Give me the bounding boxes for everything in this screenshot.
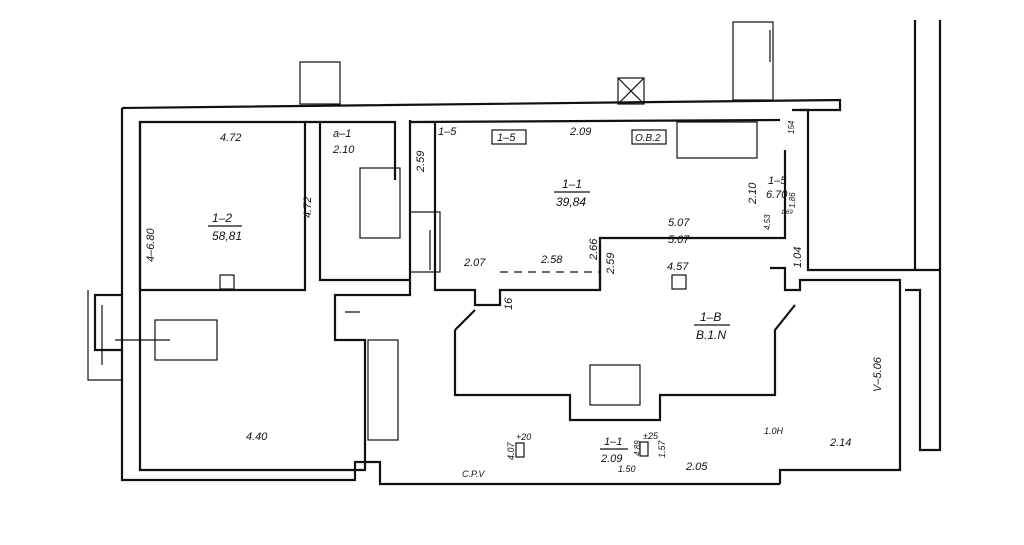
- level-mark: ±25: [643, 431, 659, 441]
- dim-label: 4.07: [506, 441, 516, 460]
- room-area: 2.09: [600, 453, 622, 465]
- dim-label: 2.09: [569, 126, 591, 138]
- dim-label: 5.07: [668, 217, 690, 229]
- dim-label: 1.69: [781, 210, 793, 216]
- dim-label: 2.07: [463, 257, 486, 269]
- room-area: 39,84: [556, 195, 586, 209]
- dim-label: V–5.06: [872, 356, 884, 392]
- room-box: O.B.2: [635, 133, 661, 144]
- dim-label: 4–6.80: [145, 227, 157, 262]
- dim-label: 1.57: [657, 439, 667, 458]
- room-id: 1–2: [212, 211, 232, 225]
- dim-label: 5.07: [668, 234, 690, 246]
- dim-label: 154: [787, 120, 796, 134]
- dim-label: 2.59: [605, 253, 617, 275]
- room-id: 1–B: [700, 310, 721, 324]
- room-id: 1–5: [768, 175, 787, 187]
- room-id: a–1: [333, 128, 351, 140]
- dim-label: 1.50: [618, 464, 636, 474]
- room-area: 2.10: [332, 144, 355, 156]
- dim-label: 2.14: [829, 437, 851, 449]
- dim-label: 2.58: [540, 254, 563, 266]
- dim-label: 1.04: [792, 247, 804, 268]
- dim-label: 2.66: [588, 238, 600, 261]
- room-area: 58,81: [212, 229, 242, 243]
- room-id: 1–1: [604, 436, 622, 448]
- labels: 4.72 1–2 58,81 4–6.80 4.72 a–1 2.10 2.59…: [145, 120, 884, 479]
- dim-label: 4.40: [246, 431, 268, 443]
- room-box: 1–5: [497, 132, 516, 144]
- dim-label: 2.59: [415, 151, 427, 173]
- dim-label: 4.89: [633, 440, 642, 456]
- dim-label: 2.10: [747, 182, 759, 205]
- dim-label: 16: [503, 297, 515, 310]
- walls: [93, 20, 942, 486]
- room-area: B.1.N: [696, 328, 726, 342]
- dim-label: 4.53: [763, 214, 772, 230]
- dim-label: 1.86: [788, 192, 797, 208]
- room-id: 1–1: [562, 177, 582, 191]
- dim-label: C.P.V: [462, 469, 485, 479]
- stairs: [87, 21, 774, 458]
- dim-label: 4.57: [667, 261, 689, 273]
- level-mark: +20: [516, 432, 531, 442]
- dim-label: 2.05: [685, 461, 708, 473]
- room-area: 6.70: [766, 189, 788, 201]
- dim-label: 1.0H: [764, 426, 784, 436]
- room-id: 1–5: [438, 126, 457, 138]
- dim-label: 4.72: [302, 197, 314, 218]
- dim-label: 4.72: [220, 132, 241, 144]
